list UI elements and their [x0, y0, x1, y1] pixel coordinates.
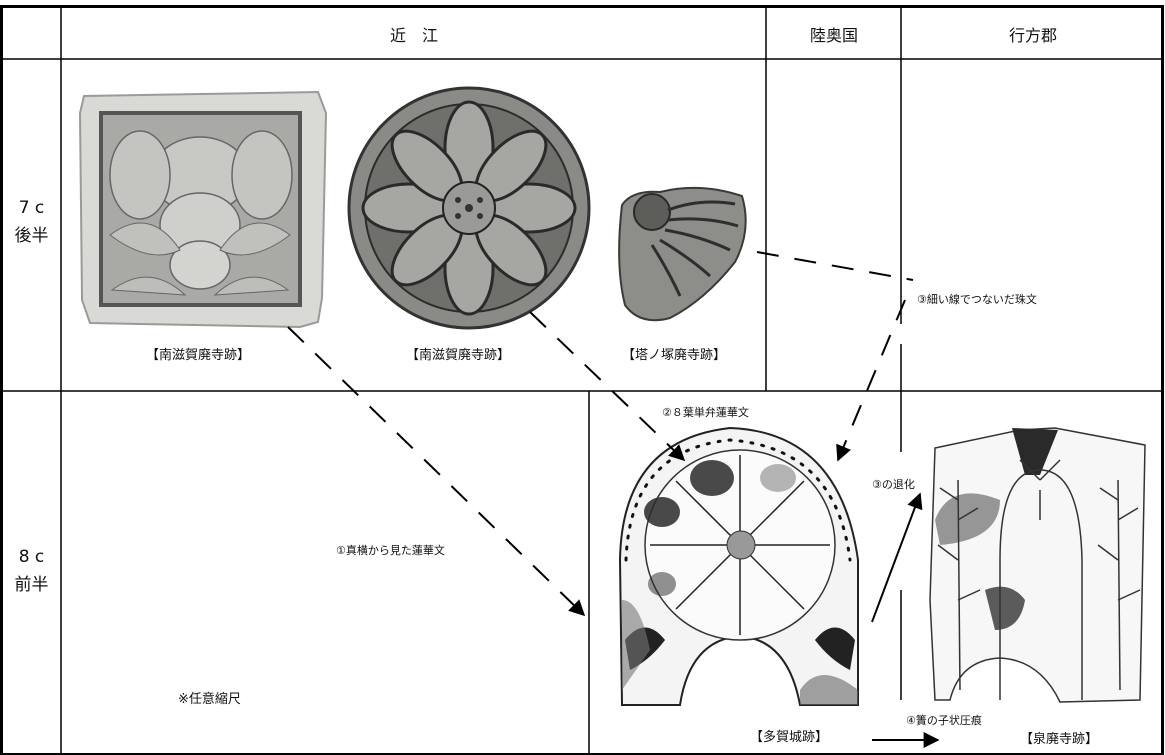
izumi-tile-drawing — [929, 427, 1146, 703]
annotation-side-view-lotus: ①真横から見た蓮華文 — [336, 544, 445, 557]
scale-note: ※任意縮尺 — [178, 692, 241, 707]
header-mutsu: 陸奥国 — [809, 26, 858, 45]
connector-solid-arrows — [871, 492, 940, 748]
annotation-degeneration: ③の退化 — [872, 478, 915, 491]
header-omi: 近 江 — [389, 26, 438, 45]
caption-minamishiga-2: 【南滋賀廃寺跡】 — [406, 348, 511, 363]
connector-3a — [756, 251, 914, 281]
fragment-tile-image — [618, 186, 747, 322]
caption-tagajo: 【多賀城跡】 — [750, 730, 829, 745]
arrow-degeneration — [871, 492, 923, 623]
connector-2 — [529, 311, 686, 462]
header-namekata: 行方郡 — [1008, 26, 1057, 45]
connector-3b — [836, 299, 906, 462]
period-early-8c-century: 8 c — [18, 547, 45, 567]
period-late-7c: 7 c 後半 — [2, 194, 61, 250]
square-lotus-tile-image — [78, 90, 328, 329]
annotation-impression: ④簀の子状圧痕 — [906, 714, 982, 727]
round-lotus-tile-image — [347, 86, 591, 330]
tagajo-tile-drawing — [618, 426, 859, 706]
caption-tonozuka: 【塔ノ塚廃寺跡】 — [622, 348, 727, 363]
period-late-7c-century: 7 c — [18, 198, 45, 218]
connector-dashed-lines — [287, 251, 914, 617]
annotation-linked-beads: ③細い線でつないだ珠文 — [917, 293, 1037, 306]
period-early-8c: 8 c 前半 — [2, 543, 61, 599]
caption-minamishiga-1: 【南滋賀廃寺跡】 — [146, 348, 251, 363]
connector-1 — [287, 326, 586, 617]
annotation-eight-petal-lotus: ②８葉単弁蓮華文 — [662, 406, 749, 419]
period-late-7c-half: 後半 — [14, 226, 49, 246]
period-early-8c-half: 前半 — [14, 575, 49, 595]
caption-izumi: 【泉廃寺跡】 — [1020, 732, 1099, 747]
